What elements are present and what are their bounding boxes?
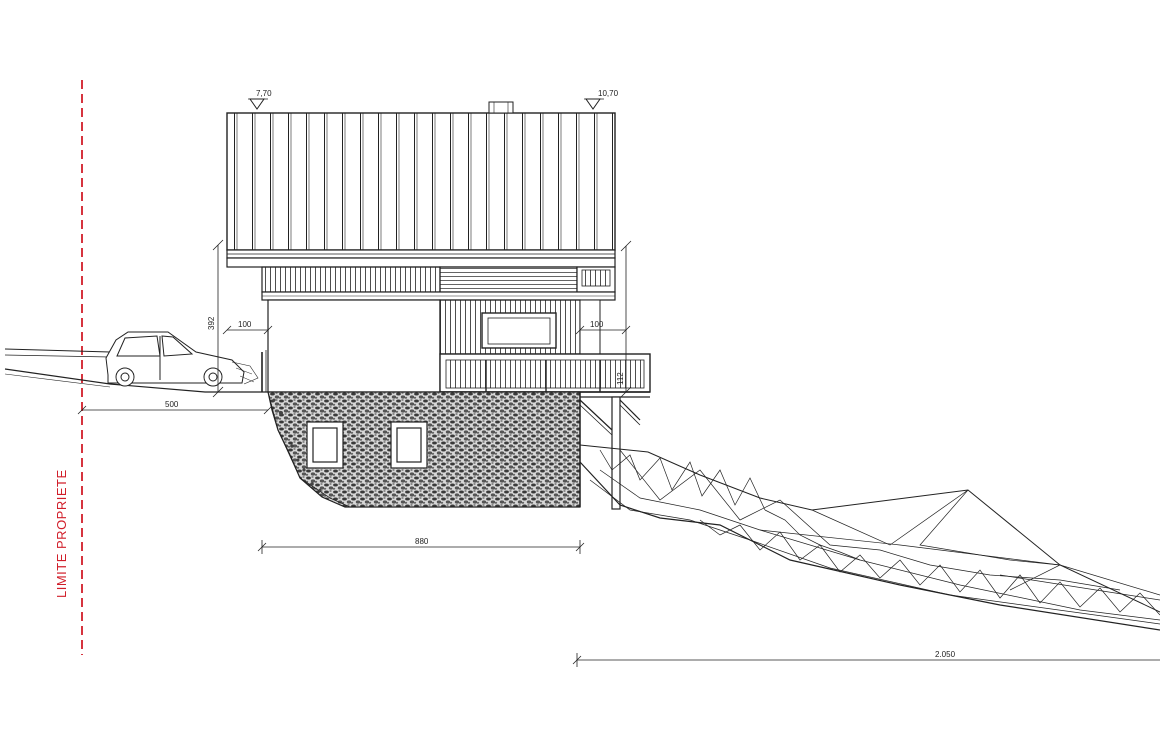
svg-text:10,70: 10,70 [598, 89, 619, 98]
level-marker-left: 7,70 [248, 89, 272, 110]
dimension-terrain: 2.050 [572, 650, 1160, 667]
terrain-slope [579, 444, 1160, 631]
roof [226, 101, 616, 268]
svg-text:500: 500 [165, 400, 179, 409]
upper-storey [261, 266, 616, 301]
garden-wall [261, 350, 267, 392]
balcony [439, 353, 651, 510]
road [4, 348, 268, 393]
svg-text:112: 112 [616, 372, 625, 385]
car-icon [105, 331, 259, 387]
ground-under-house [267, 391, 351, 508]
svg-text:7,70: 7,70 [256, 89, 272, 98]
stone-basement [267, 391, 581, 508]
svg-text:880: 880 [415, 537, 429, 546]
main-floor [267, 299, 601, 393]
dimension-setback: 500 [77, 400, 273, 415]
svg-text:100: 100 [590, 320, 604, 329]
svg-text:392: 392 [207, 316, 216, 330]
svg-text:100: 100 [238, 320, 252, 329]
dimension-balcony-height: 112 [616, 240, 632, 398]
level-marker-right: 10,70 [584, 89, 619, 110]
dimension-height-left: 392 [207, 239, 224, 398]
ground-rubble [272, 398, 322, 492]
property-limit-label: LIMITE PROPRIETE [54, 469, 69, 598]
dimension-overhang-left: 100 [222, 320, 273, 335]
dimension-width: 880 [257, 537, 585, 554]
svg-text:2.050: 2.050 [935, 650, 956, 659]
